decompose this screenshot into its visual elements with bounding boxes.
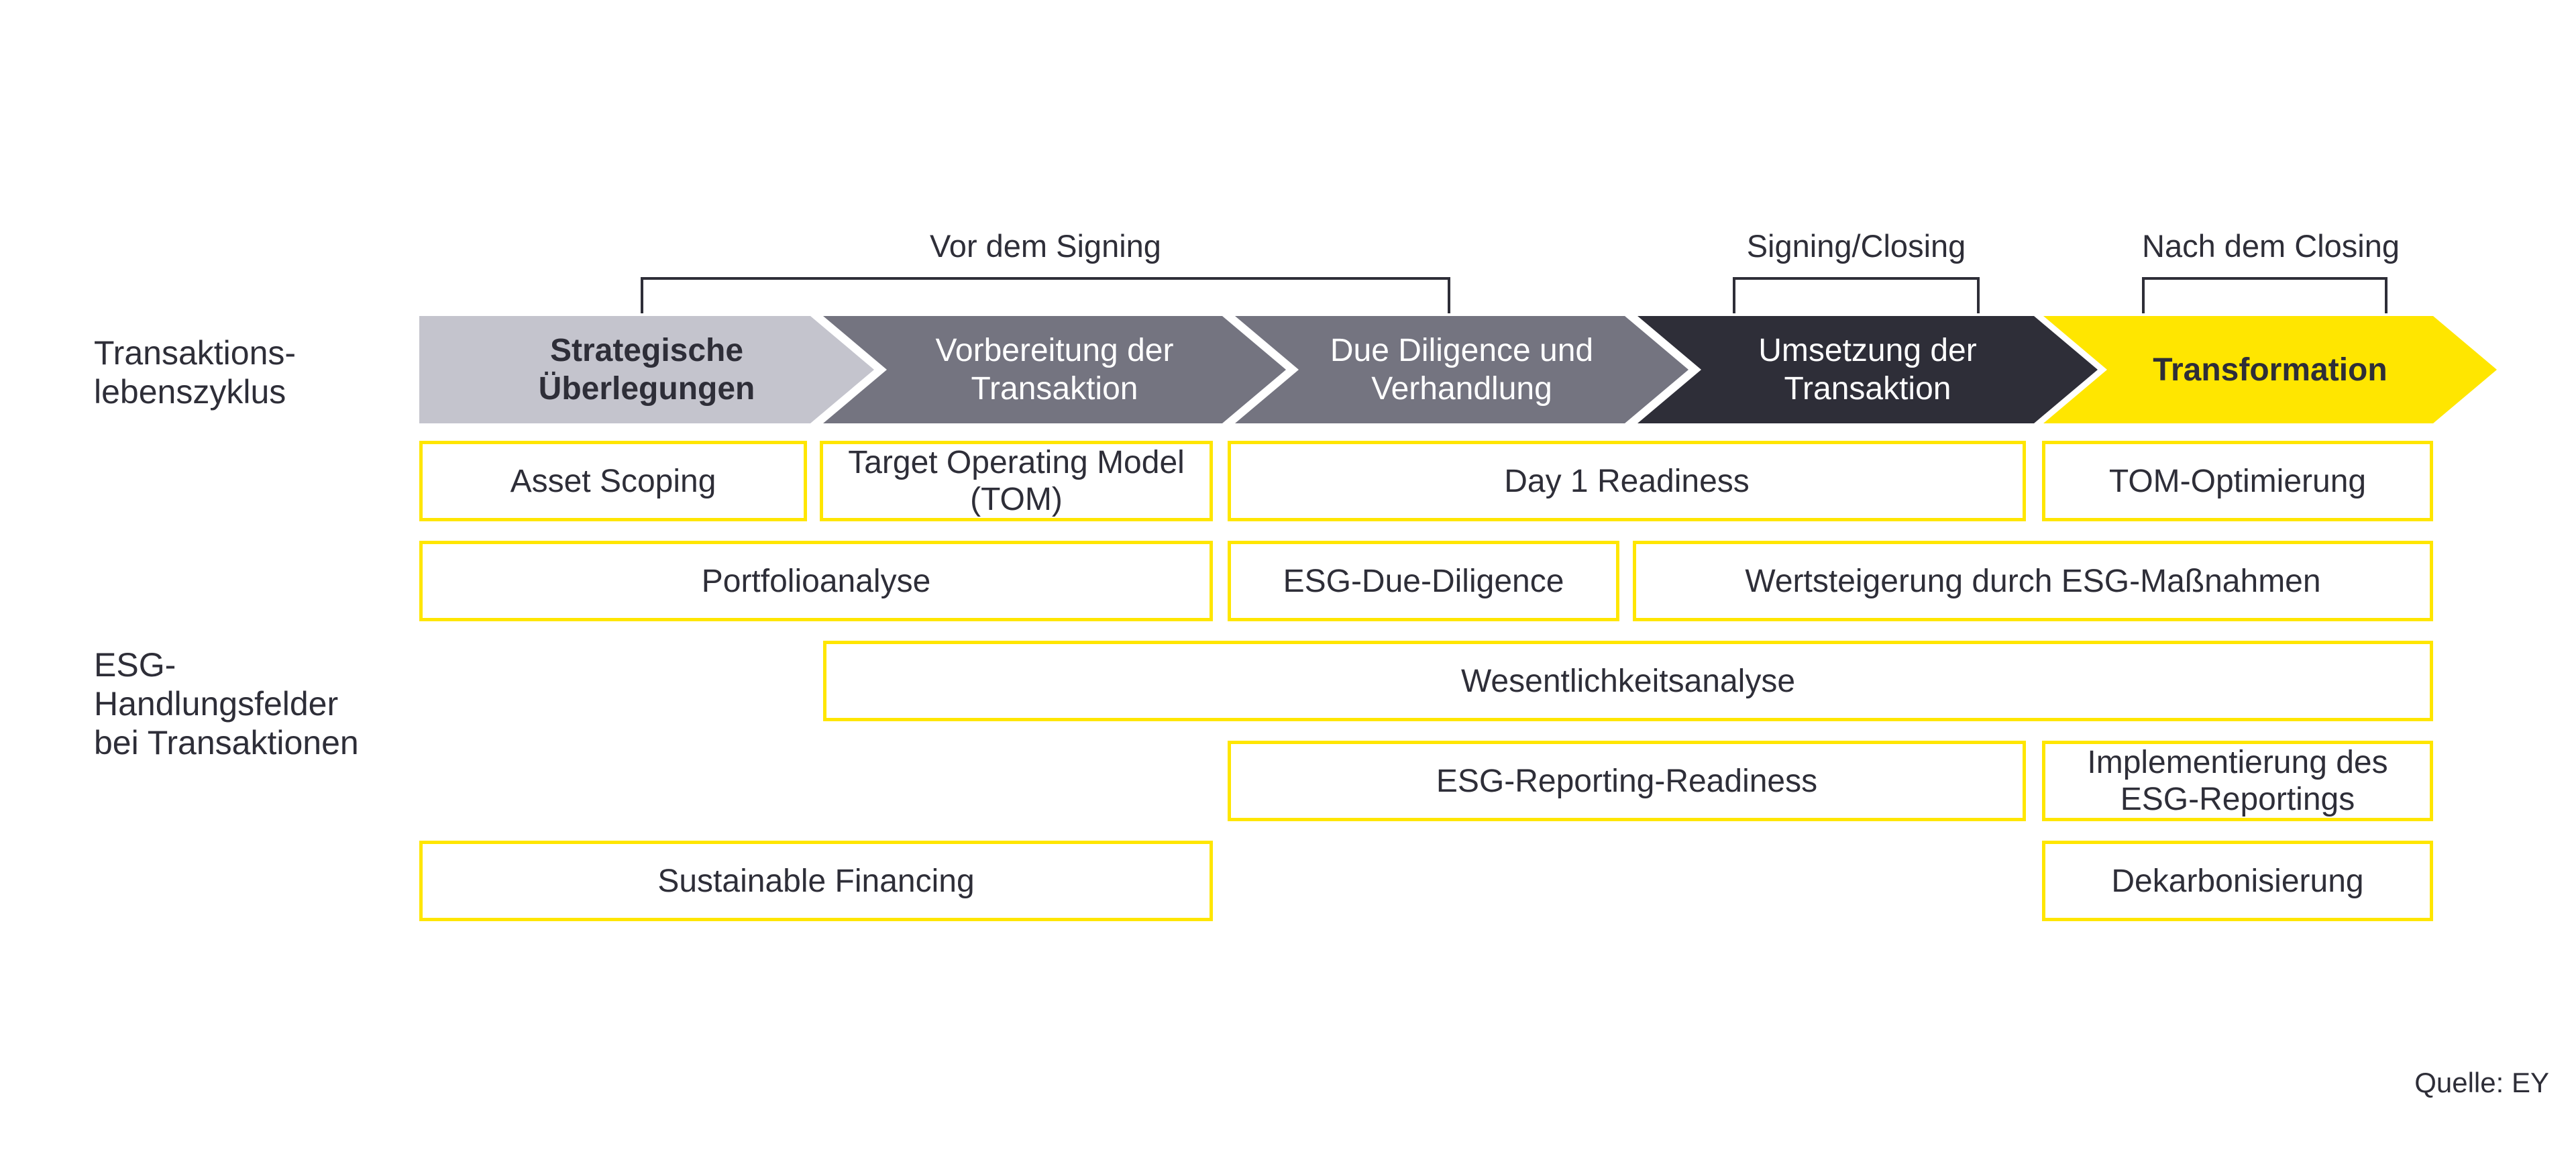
esg-box-wertsteigerung-durch-esg-massnahmen: Wertsteigerung durch ESG-Maßnahmen (1633, 541, 2433, 621)
row-label-transaktionslebenszyklus: Transaktions- lebenszyklus (94, 334, 297, 411)
chevron-transformation (2043, 316, 2497, 423)
phase-label-signing-closing: Signing/Closing (1746, 228, 1966, 264)
phase-label-vor-dem-signing: Vor dem Signing (930, 228, 1161, 264)
stage-label-umsetzung-der-transaktion: Umsetzung der Transaktion (1758, 333, 1977, 407)
stage-label-strategische-ueberlegungen: Strategische Überlegungen (538, 333, 755, 407)
stage-label-due-diligence-und-verhandlung: Due Diligence und Verhandlung (1330, 333, 1594, 407)
stage-label-vorbereitung-der-transaktion: Vorbereitung der Transaktion (935, 333, 1174, 407)
lifecycle-chevron-band (419, 316, 2497, 423)
esg-box-wesentlichkeitsanalyse: Wesentlichkeitsanalyse (823, 641, 2433, 721)
esg-box-esg-reporting-readiness: ESG-Reporting-Readiness (1228, 741, 2026, 821)
source-note: Quelle: EY (2414, 1067, 2549, 1098)
esg-box-target-operating-model: Target Operating Model (TOM) (820, 441, 1213, 521)
stage-label-transformation: Transformation (2153, 352, 2387, 388)
esg-box-asset-scoping: Asset Scoping (419, 441, 807, 521)
esg-box-portfolioanalyse: Portfolioanalyse (419, 541, 1213, 621)
chevron-strategische-ueberlegungen (419, 316, 874, 423)
phase-bracket-nach-dem-closing (2142, 277, 2387, 313)
esg-box-dekarbonisierung: Dekarbonisierung (2042, 841, 2433, 921)
phase-label-nach-dem-closing: Nach dem Closing (2142, 228, 2400, 264)
esg-box-sustainable-financing: Sustainable Financing (419, 841, 1213, 921)
phase-bracket-vor-dem-signing (641, 277, 1450, 313)
phase-bracket-signing-closing (1733, 277, 1980, 313)
esg-box-tom-optimierung: TOM-Optimierung (2042, 441, 2433, 521)
row-label-esg-handlungsfelder: ESG- Handlungsfelder bei Transaktionen (94, 646, 359, 761)
esg-box-esg-due-diligence: ESG-Due-Diligence (1228, 541, 1619, 621)
chevron-umsetzung-der-transaktion (1638, 316, 2098, 423)
chevron-due-diligence-und-verhandlung (1235, 316, 1688, 423)
esg-box-day1-readiness: Day 1 Readiness (1228, 441, 2026, 521)
esg-box-implementierung-des-esg-reportings: Implementierung des ESG-Reportings (2042, 741, 2433, 821)
chevron-vorbereitung-der-transaktion (823, 316, 1286, 423)
